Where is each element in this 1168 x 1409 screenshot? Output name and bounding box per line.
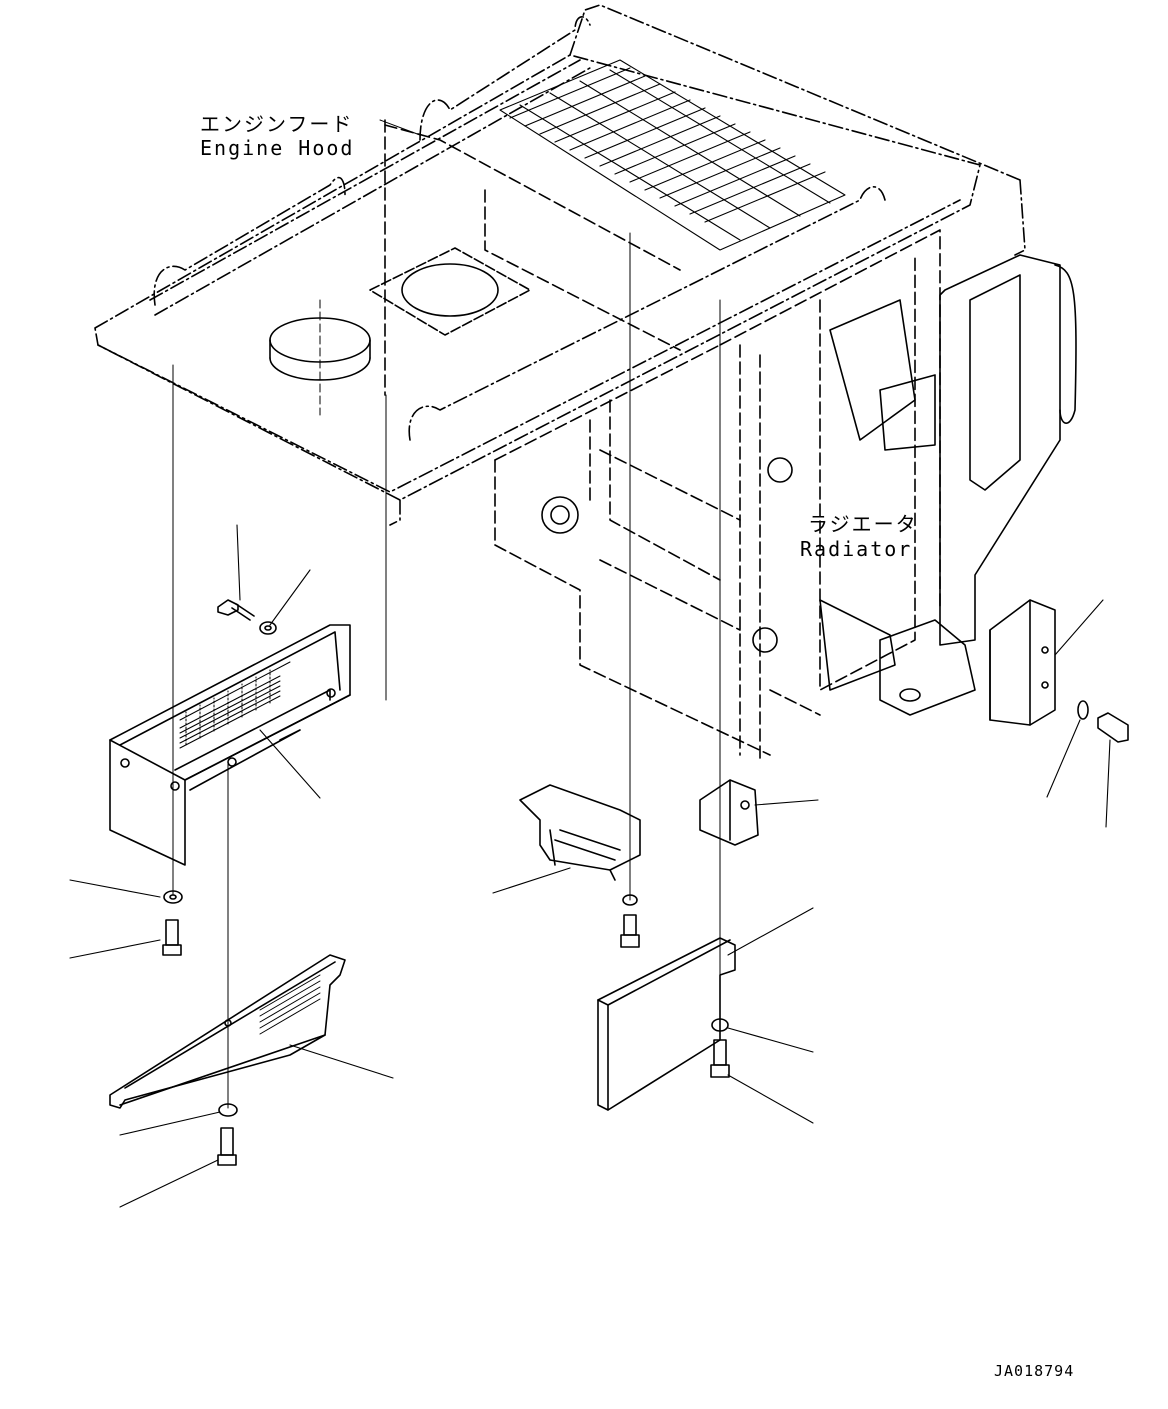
center-bracket — [520, 785, 640, 880]
hood-handrails — [154, 17, 885, 440]
radiator-label-en: Radiator — [800, 537, 913, 561]
engine-hood-label-jp: エンジンフード — [200, 112, 354, 136]
leader-lines — [70, 525, 1110, 1207]
fasteners — [163, 600, 1128, 1165]
radiator-solid-parts — [542, 255, 1076, 715]
hood-openings — [270, 248, 530, 380]
left-upper-cover — [110, 625, 350, 865]
radiator-label-jp: ラジエータ — [808, 512, 918, 536]
radiator-frame — [385, 120, 940, 760]
right-lower-cover — [598, 938, 735, 1110]
drawing-code: JA018794 — [994, 1362, 1075, 1380]
left-upper-cover-louvers — [180, 662, 290, 748]
right-bracket — [990, 600, 1055, 725]
assembly-lines — [173, 120, 720, 1108]
left-lower-panel-louvers — [260, 975, 320, 1034]
left-lower-panel — [110, 955, 345, 1108]
engine-hood-label-en: Engine Hood — [200, 136, 355, 160]
hood-grille — [500, 60, 845, 250]
middle-block — [700, 780, 758, 845]
engine-hood — [95, 5, 1025, 525]
